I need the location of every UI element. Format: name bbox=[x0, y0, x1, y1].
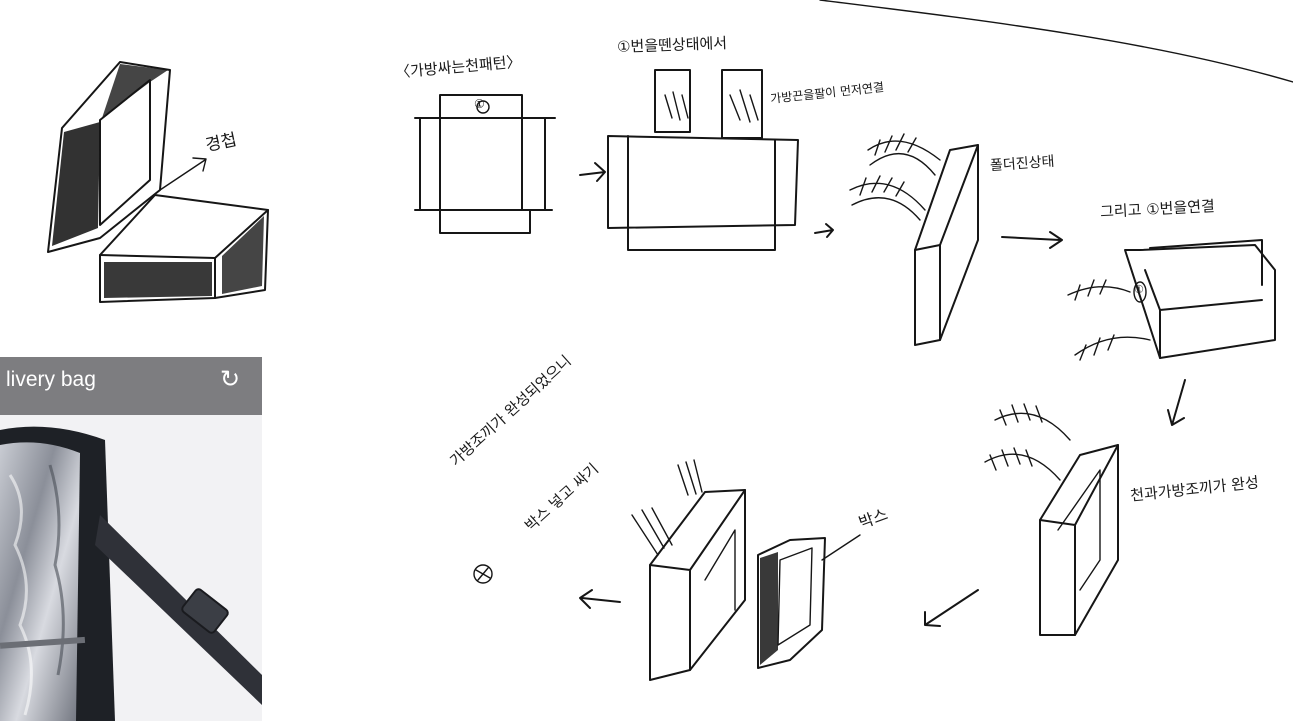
complete-sketch bbox=[925, 404, 1118, 635]
scribble-mark bbox=[474, 565, 492, 583]
box-insert-sketch bbox=[580, 460, 860, 680]
pattern-mark: ① bbox=[474, 97, 485, 111]
connect-sketch bbox=[1068, 240, 1275, 425]
delivery-bag-photo bbox=[0, 415, 262, 721]
photo-search-bar: livery bag ↻ bbox=[0, 357, 262, 415]
fold-mark: ① bbox=[1134, 283, 1144, 296]
search-query-text: livery bag bbox=[6, 368, 96, 392]
delivery-bag-image bbox=[0, 415, 262, 721]
pattern-sketch bbox=[415, 95, 605, 233]
page-edge-curve bbox=[820, 0, 1293, 82]
box-sketch bbox=[48, 62, 268, 302]
reload-icon[interactable]: ↻ bbox=[214, 363, 246, 395]
step-state-label: ①번을뗀상태에서 bbox=[617, 32, 728, 57]
